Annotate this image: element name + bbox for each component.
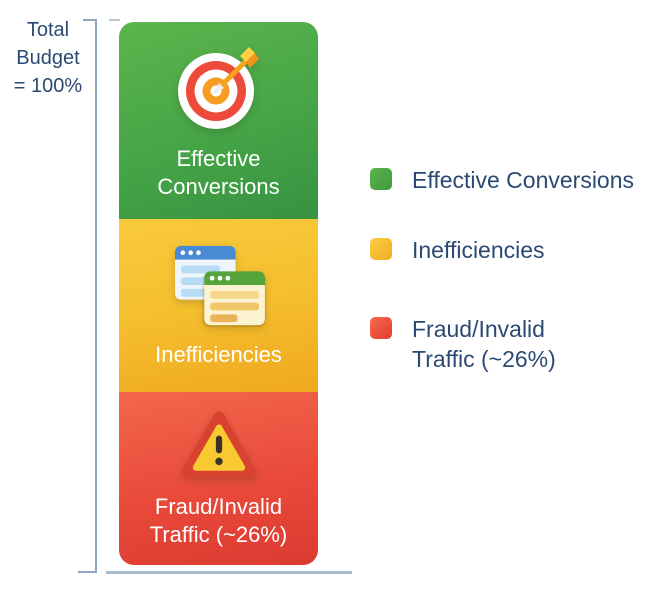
- legend-item-effective-conversions: Effective Conversions: [370, 165, 650, 195]
- target-icon: [177, 46, 259, 129]
- stacked-budget-bar: Effective Conversions: [119, 22, 318, 565]
- segment-effective-conversions: Effective Conversions: [119, 22, 318, 220]
- budget-bracket-line: [95, 19, 97, 573]
- segment-label: Fraud/Invalid Traffic (~26%): [149, 494, 288, 548]
- legend-label: Inefficiencies: [412, 237, 545, 263]
- segment-inefficiencies: Inefficiencies: [119, 219, 318, 393]
- bracket-top-arm: [83, 19, 97, 21]
- chart-baseline: [106, 571, 352, 574]
- legend-label: Effective Conversions: [412, 167, 635, 193]
- total-budget-label: Total Budget = 100%: [13, 19, 83, 97]
- warning-triangle-icon: [181, 411, 256, 478]
- legend-swatch-yellow: [370, 238, 392, 260]
- legend-swatch-red: [370, 317, 392, 339]
- legend-item-inefficiencies: Inefficiencies: [370, 235, 650, 265]
- bracket-bottom-arm: [78, 571, 97, 573]
- segment-label: Effective Conversions: [157, 145, 280, 199]
- segment-fraud-invalid-traffic: Fraud/Invalid Traffic (~26%): [119, 392, 318, 565]
- legend-item-fraud-invalid-traffic: Fraud/Invalid Traffic (~26%): [370, 314, 650, 374]
- legend-swatch-green: [370, 168, 392, 190]
- legend-label: Fraud/Invalid Traffic (~26%): [412, 316, 556, 372]
- segment-label: Inefficiencies: [155, 341, 282, 367]
- browser-windows-icon: [174, 245, 266, 327]
- bracket-top-dash: [109, 19, 120, 21]
